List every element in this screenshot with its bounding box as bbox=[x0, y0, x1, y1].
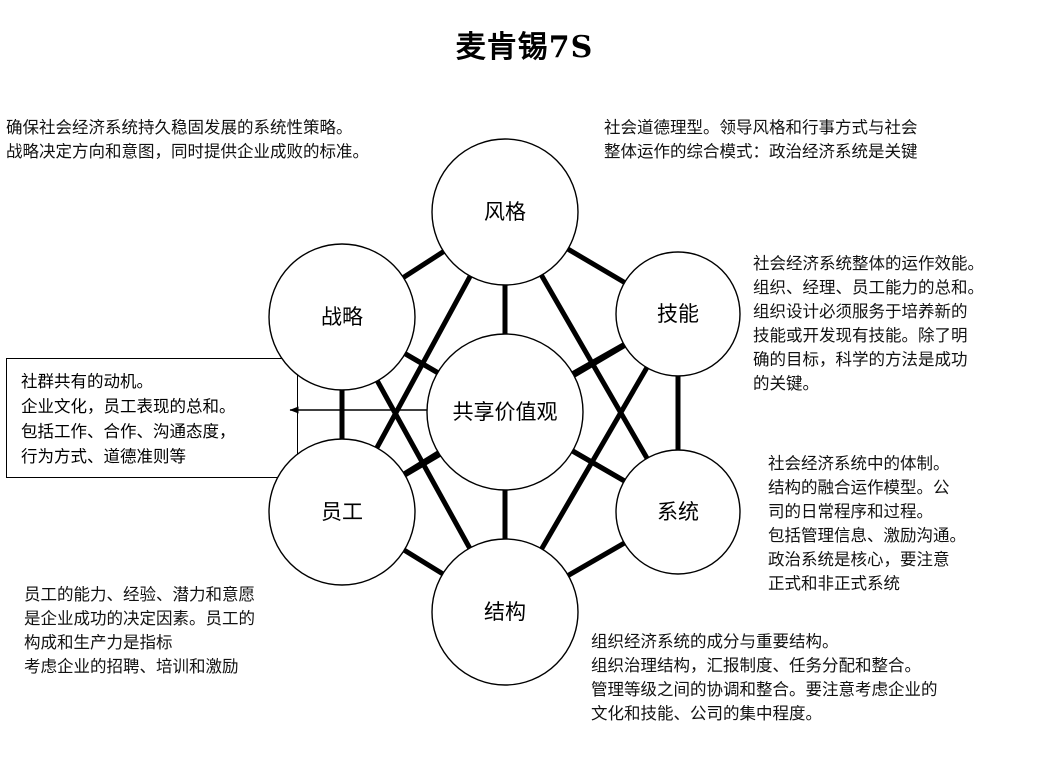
shared-values-note: 社群共有的动机。 企业文化，员工表现的总和。 包括工作、合作、沟通态度， 行为方… bbox=[6, 358, 298, 478]
systems-note: 社会经济系统中的体制。 结构的融合运作模型。公 司的日常程序和过程。 包括管理信… bbox=[768, 454, 966, 593]
node-label-staff: 员工 bbox=[321, 500, 363, 524]
center-connector-line bbox=[571, 342, 626, 376]
structure-note: 组织经济系统的成分与重要结构。 组织治理结构，汇报制度、任务分配和整合。 管理等… bbox=[591, 632, 938, 723]
ring-connector-line bbox=[402, 548, 445, 576]
node-strategy[interactable]: 战略 bbox=[268, 243, 416, 391]
node-circle-staff[interactable] bbox=[268, 438, 416, 586]
cross-connector-line bbox=[539, 273, 650, 460]
node-circle-style[interactable] bbox=[431, 138, 579, 286]
node-circle-skills[interactable] bbox=[615, 251, 741, 377]
skills-note: 社会经济系统整体的运作效能。 组织、经理、员工能力的总和。 组织设计必须服务于培… bbox=[753, 254, 984, 393]
ring-connector-line bbox=[402, 249, 445, 280]
ring-connector-line bbox=[566, 540, 626, 578]
node-circle-structure[interactable] bbox=[431, 538, 579, 686]
staff-note: 员工的能力、经验、潜力和意愿 是企业成功的决定因素。员工的 构成和生产力是指标 … bbox=[24, 585, 255, 676]
node-style[interactable]: 风格 bbox=[431, 138, 579, 286]
node-systems[interactable]: 系统 bbox=[615, 449, 741, 575]
ring-connector-line bbox=[566, 246, 626, 285]
node-staff[interactable]: 员工 bbox=[268, 438, 416, 586]
node-structure[interactable]: 结构 bbox=[431, 538, 579, 686]
ring-edges-group bbox=[339, 246, 681, 578]
node-label-systems: 系统 bbox=[657, 500, 699, 524]
strategy-note: 确保社会经济系统持久稳固发展的系统性策略。 战略决定方向和意图，同时提供企业成败… bbox=[6, 118, 369, 161]
node-label-skills: 技能 bbox=[657, 302, 699, 326]
node-circle-strategy[interactable] bbox=[268, 243, 416, 391]
center-edges-group bbox=[402, 285, 626, 539]
node-label-strategy: 战略 bbox=[321, 305, 363, 329]
node-label-style: 风格 bbox=[484, 200, 526, 224]
page-title: 麦肯锡7S bbox=[455, 30, 594, 65]
node-label-structure: 结构 bbox=[484, 600, 526, 624]
style-note: 社会道德理型。领导风格和行事方式与社会 整体运作的综合模式：政治经济系统是关键 bbox=[604, 118, 918, 161]
node-shared-values[interactable]: 共享价值观 bbox=[426, 333, 584, 491]
center-connector-line bbox=[403, 351, 439, 375]
node-label-shared-values: 共享价值观 bbox=[453, 400, 558, 424]
center-connector-line bbox=[571, 448, 626, 484]
node-skills[interactable]: 技能 bbox=[615, 251, 741, 377]
node-circle-shared-values[interactable] bbox=[426, 333, 584, 491]
center-connector-line bbox=[402, 450, 440, 476]
node-circle-systems[interactable] bbox=[615, 449, 741, 575]
cross-connector-line bbox=[539, 366, 650, 551]
